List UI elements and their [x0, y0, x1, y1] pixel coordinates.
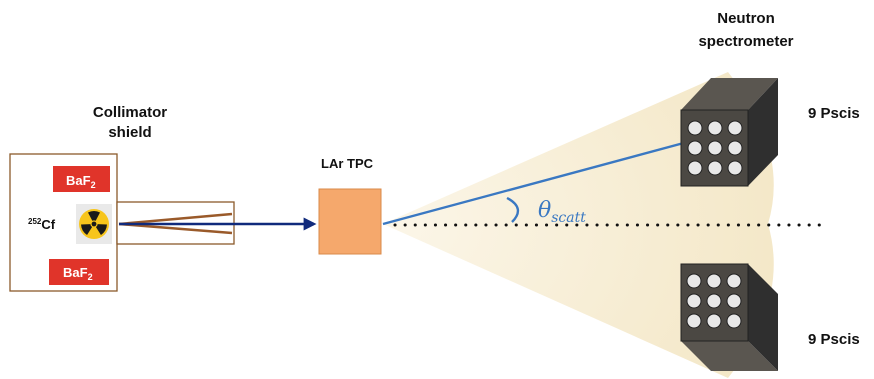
pscis-label-bottom: 9 Pscis — [808, 331, 860, 348]
collimator-wedge-top — [118, 212, 233, 226]
baf2-top-subscript: 2 — [91, 180, 96, 190]
theta-symbol: θ — [538, 198, 551, 223]
collimator-label-line2: shield — [108, 124, 151, 141]
pscis-grid-top — [687, 120, 743, 176]
svg-text:252Cf: 252Cf — [28, 217, 56, 232]
pscis-label-top: 9 Pscis — [808, 105, 860, 122]
svg-text:BaF2: BaF2 — [66, 173, 96, 190]
svg-text:θscatt: θscatt — [538, 198, 586, 226]
svg-text:BaF2: BaF2 — [63, 265, 93, 282]
lar-tpc-box — [318, 188, 382, 255]
scatter-angle-arc — [506, 196, 520, 223]
theta-subscript: scatt — [551, 210, 586, 226]
baf2-bottom-label: BaF — [63, 265, 88, 280]
baf2-top-label: BaF — [66, 173, 91, 188]
pscis-grid-bottom — [686, 273, 742, 329]
radiation-icon — [76, 204, 112, 244]
spectrometer-label-line2: spectrometer — [698, 33, 793, 50]
baf2-block-top — [53, 166, 110, 192]
spectrometer-detector-top — [680, 78, 778, 187]
baf2-bottom-subscript: 2 — [88, 272, 93, 282]
spectrometer-label-line1: Neutron — [717, 10, 775, 27]
baf2-block-bottom — [49, 259, 109, 285]
collimator-label-line1: Collimator — [93, 104, 167, 121]
source-isotope-number: 252 — [28, 217, 42, 226]
spectrometer-detector-bottom — [680, 263, 778, 371]
source-element: Cf — [41, 217, 55, 232]
scattered-neutron-arrow — [382, 133, 709, 226]
tpc-label: LAr TPC — [321, 156, 374, 171]
collimator-wedge-bottom — [118, 222, 233, 235]
